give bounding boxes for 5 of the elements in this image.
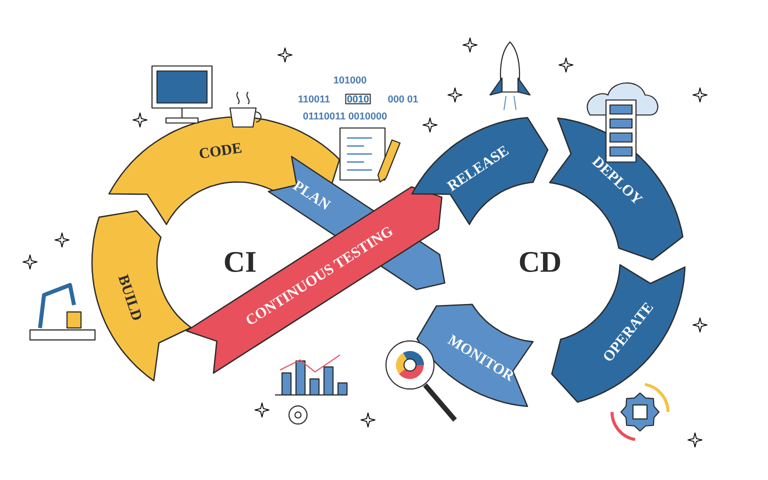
binary-code: 101000 xyxy=(334,76,366,84)
binary-code: 000 01 xyxy=(388,95,418,102)
arrow-segment: BUILD xyxy=(91,210,192,382)
binary-code: 110011 xyxy=(298,95,330,102)
binary-code: 0010 xyxy=(345,94,371,104)
